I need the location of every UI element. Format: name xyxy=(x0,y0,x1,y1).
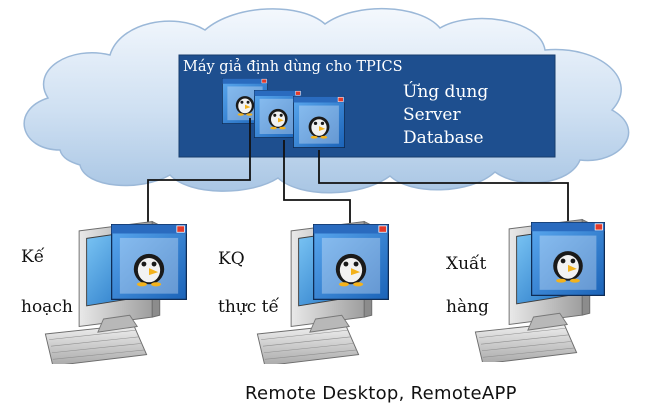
server-line-app: Ứng dụng xyxy=(403,82,489,102)
app-window-icon xyxy=(293,96,344,147)
client-label-shipping-2: hàng xyxy=(446,297,489,317)
client-label-plan-1: Kế xyxy=(21,247,45,267)
caption: Remote Desktop, RemoteAPP xyxy=(245,383,517,404)
server-title: Máy giả định dùng cho TPICS xyxy=(183,59,403,75)
client-label-plan-2: hoạch xyxy=(21,297,73,317)
app-window-icon xyxy=(112,225,187,300)
connection-lines xyxy=(147,118,569,228)
client-label-actual-1: KQ xyxy=(218,249,245,269)
client-label-actual-2: thực tế xyxy=(218,297,279,317)
server-line-database: Database xyxy=(403,128,484,148)
app-window-icon xyxy=(314,225,389,300)
app-window-icon xyxy=(532,223,605,296)
client-label-shipping-1: Xuất xyxy=(446,254,487,274)
server-line-server: Server xyxy=(403,105,461,125)
